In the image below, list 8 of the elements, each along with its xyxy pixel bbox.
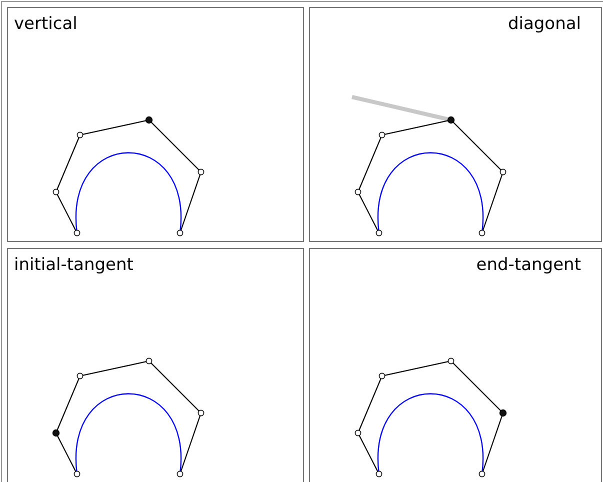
panel-title: vertical bbox=[14, 14, 78, 34]
diagram-panel bbox=[7, 248, 304, 482]
diagram-panel bbox=[309, 7, 602, 242]
diagram-panel bbox=[309, 248, 602, 482]
panel-title: end-tangent bbox=[476, 255, 581, 275]
diagram-panel bbox=[7, 7, 304, 242]
panel-title: initial-tangent bbox=[14, 255, 134, 275]
panel-title: diagonal bbox=[508, 14, 581, 34]
